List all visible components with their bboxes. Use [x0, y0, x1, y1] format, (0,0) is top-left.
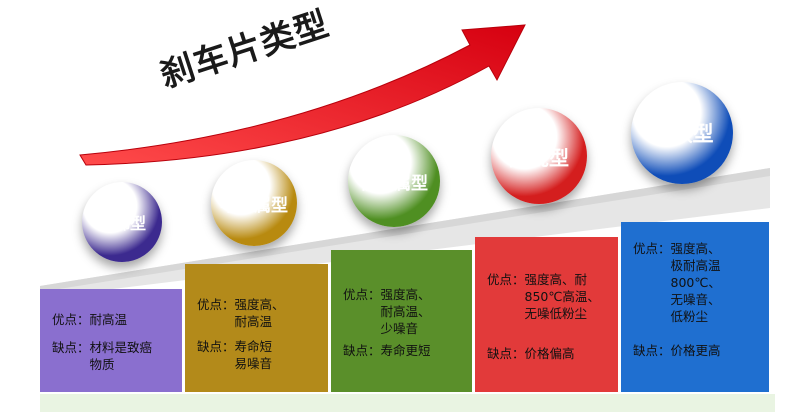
pros-label: 优点：	[197, 297, 235, 312]
cons-row: 缺点：寿命短 易噪音	[197, 338, 322, 372]
pros-text: 强度高、耐 850℃高温、 无噪低粉尘	[524, 272, 600, 321]
type-panel-low-metallic: 优点：强度高、 耐高温、 少噪音 缺点：寿命更短	[331, 250, 472, 392]
pros-label: 优点：	[487, 272, 525, 287]
cons-text: 价格更高	[670, 343, 721, 358]
cons-text: 寿命更短	[380, 343, 431, 358]
type-name: 高碳型	[650, 122, 714, 146]
pros-label: 优点：	[633, 241, 671, 256]
type-ball-ceramic: 陶瓷型	[491, 108, 587, 204]
cons-text: 寿命短 易噪音	[234, 339, 273, 371]
pros-text: 强度高、 极耐高温 800℃、 无噪音、 低粉尘	[670, 241, 721, 324]
type-panel-semi-metallic: 优点：强度高、 耐高温 缺点：寿命短 易噪音	[185, 264, 328, 392]
pros-row: 优点：强度高、 极耐高温 800℃、 无噪音、 低粉尘	[633, 240, 763, 325]
cons-row: 缺点：材料是致癌 物质	[52, 339, 176, 373]
cons-label: 缺点：	[633, 343, 671, 358]
pros-row: 优点：强度高、 耐高温、 少噪音	[343, 286, 466, 337]
type-panel-ceramic: 优点：强度高、耐 850℃高温、 无噪低粉尘 缺点：价格偏高	[475, 237, 618, 392]
type-ball-low-metallic: 低金属型	[348, 135, 440, 227]
pros-row: 优点：耐高温	[52, 311, 176, 328]
cons-text: 价格偏高	[524, 346, 575, 361]
pros-row: 优点：强度高、耐 850℃高温、 无噪低粉尘	[487, 271, 612, 322]
bottom-strip	[40, 394, 775, 412]
pros-text: 耐高温	[89, 312, 128, 327]
pros-text: 强度高、 耐高温、 少噪音	[380, 287, 431, 336]
cons-label: 缺点：	[343, 343, 381, 358]
pros-label: 优点：	[343, 287, 381, 302]
type-name: 石棉型	[97, 214, 146, 233]
pros-label: 优点：	[52, 312, 90, 327]
cons-row: 缺点：寿命更短	[343, 342, 466, 359]
pros-text: 强度高、 耐高温	[234, 297, 285, 329]
cons-label: 缺点：	[52, 340, 90, 355]
type-ball-asbestos: 石棉型	[82, 182, 162, 262]
type-name: 陶瓷型	[509, 145, 569, 170]
type-name: 低金属型	[360, 173, 428, 194]
type-panel-asbestos: 优点：耐高温 缺点：材料是致癌 物质	[40, 289, 182, 392]
cons-label: 缺点：	[197, 339, 235, 354]
cons-row: 缺点：价格更高	[633, 342, 763, 359]
type-name: 半金属型	[220, 195, 288, 216]
cons-row: 缺点：价格偏高	[487, 345, 612, 362]
pros-row: 优点：强度高、 耐高温	[197, 296, 322, 330]
type-ball-high-carbon: 高碳型	[631, 82, 733, 184]
cons-label: 缺点：	[487, 346, 525, 361]
type-panel-high-carbon: 优点：强度高、 极耐高温 800℃、 无噪音、 低粉尘 缺点：价格更高	[621, 222, 769, 392]
cons-text: 材料是致癌 物质	[89, 340, 153, 372]
type-ball-semi-metallic: 半金属型	[211, 160, 297, 246]
